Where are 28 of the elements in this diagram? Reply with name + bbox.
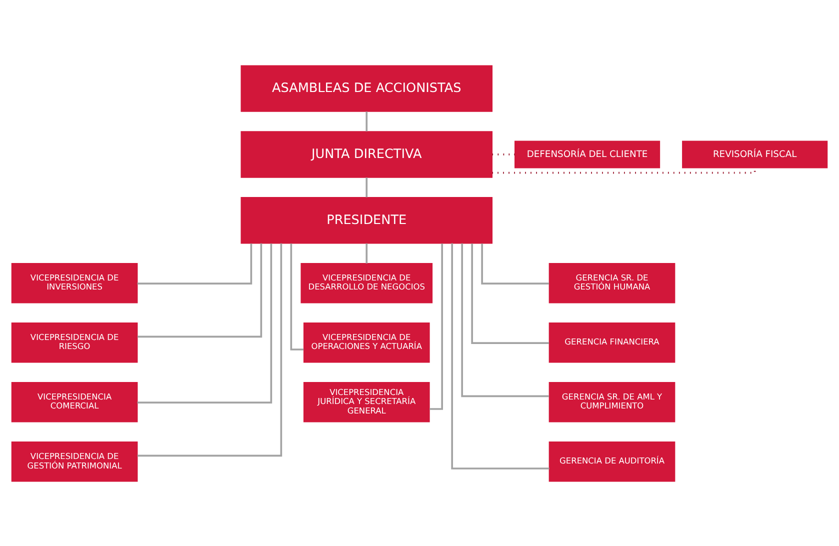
connector	[451, 242, 550, 469]
node-box: VICEPRESIDENCIA DE GESTIÓN PATRIMONIAL	[11, 441, 138, 482]
node-box: PRESIDENTE	[240, 196, 493, 244]
node-box: VICEPRESIDENCIA DE DESARROLLO DE NEGOCIOS	[300, 262, 433, 303]
node-box: GERENCIA SR. DE GESTIÓN HUMANA	[548, 262, 676, 303]
node-box: VICEPRESIDENCIA JURÍDICA Y SECRETARÍA GENERAL	[303, 382, 430, 422]
node-box: GERENCIA DE AUDITORÍA	[548, 441, 676, 482]
connector	[137, 242, 282, 456]
connector	[137, 242, 272, 404]
node-box: VICEPRESIDENCIA DE RIESGO	[11, 322, 138, 362]
node-box: DEFENSORÍA DEL CLIENTE	[514, 140, 660, 168]
node-box: ASAMBLEAS DE ACCIONISTAS	[240, 64, 493, 112]
connector	[481, 243, 549, 284]
connector	[430, 243, 443, 410]
connector	[366, 111, 368, 131]
node-box: REVISORÍA FISCAL	[682, 140, 828, 168]
connector	[137, 243, 252, 284]
node-box: VICEPRESIDENCIA COMERCIAL	[11, 382, 138, 422]
connector	[137, 242, 262, 338]
node-box: GERENCIA SR. DE AML Y CUMPLIMIENTO	[548, 382, 676, 422]
node-box: VICEPRESIDENCIA DE INVERSIONES	[11, 262, 138, 303]
connector	[461, 242, 549, 397]
node-box: GERENCIA FINANCIERA	[548, 322, 676, 362]
connector	[366, 242, 368, 263]
connector	[366, 177, 368, 197]
connector	[471, 242, 549, 344]
node-box: VICEPRESIDENCIA DE OPERACIONES Y ACTUARÍA	[303, 322, 430, 362]
node-box: JUNTA DIRECTIVA	[240, 130, 493, 178]
